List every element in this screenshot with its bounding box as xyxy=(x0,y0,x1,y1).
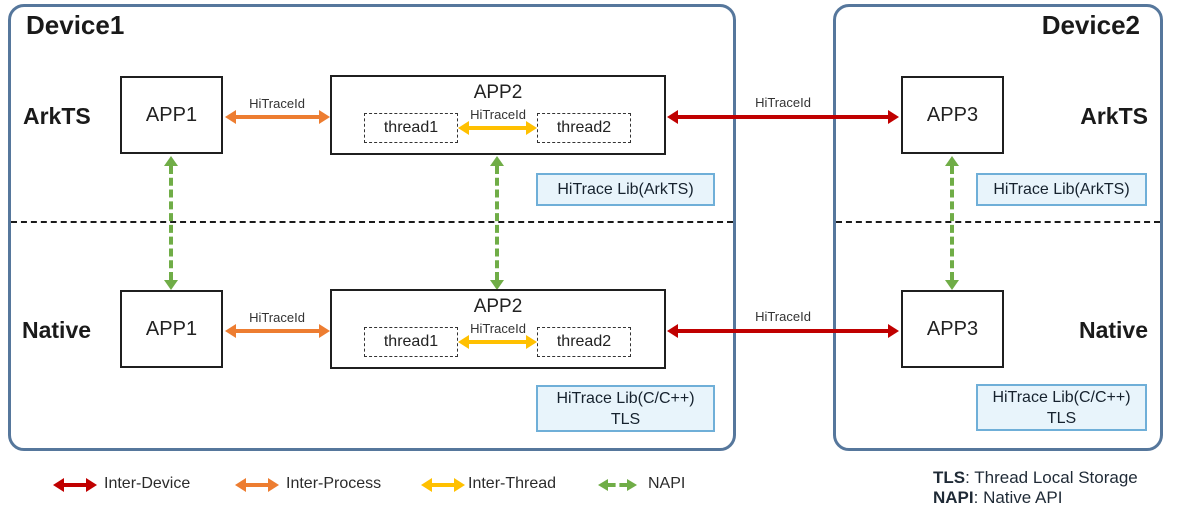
layer-separator-device2 xyxy=(836,221,1160,223)
legend-inter-process-label: Inter-Process xyxy=(286,475,382,492)
inter-process-arkts-hitraceid-label: HiTraceId xyxy=(249,96,305,111)
note-tls: TLS: Thread Local Storage xyxy=(933,468,1138,488)
abbreviation-notes: TLS: Thread Local Storage NAPI: Native A… xyxy=(933,468,1138,508)
hitrace-lib-native-device1: HiTrace Lib(C/C++) TLS xyxy=(536,385,715,432)
thread2-arkts-box: thread2 xyxy=(537,113,631,143)
note-tls-term: TLS xyxy=(933,468,966,487)
napi-arrow-app1 xyxy=(164,156,178,290)
legend-inter-process-arrow xyxy=(235,478,279,492)
app1-arkts-box: APP1 xyxy=(120,76,223,154)
hitrace-lib-arkts-device2: HiTrace Lib(ArkTS) xyxy=(976,173,1147,206)
device2-arkts-label: ArkTS xyxy=(1080,103,1148,129)
legend-inter-device-label: Inter-Device xyxy=(104,475,191,492)
hitrace-lib-native-device1-line1: HiTrace Lib(C/C++) xyxy=(556,389,695,407)
device1-native-label: Native xyxy=(22,317,92,343)
thread1-native-box: thread1 xyxy=(364,327,458,357)
inter-process-arrow-arkts xyxy=(225,110,330,124)
inter-device-native-hitraceid-label: HiTraceId xyxy=(755,309,811,324)
app2-arkts-title: APP2 xyxy=(473,82,523,103)
legend-inter-device-arrow xyxy=(53,478,97,492)
device1-arkts-label: ArkTS xyxy=(23,103,91,129)
legend-inter-thread-arrow xyxy=(421,478,465,492)
inter-thread-arkts-hitraceid-label: HiTraceId xyxy=(470,107,526,122)
device1-box xyxy=(8,4,736,451)
thread1-arkts-box: thread1 xyxy=(364,113,458,143)
hitrace-lib-native-device1-line2: TLS xyxy=(610,410,641,428)
inter-process-arrow-native xyxy=(225,324,330,338)
app3-arkts-box: APP3 xyxy=(901,76,1004,154)
device1-title: Device1 xyxy=(26,10,125,40)
hitrace-lib-arkts-device1: HiTrace Lib(ArkTS) xyxy=(536,173,715,206)
app2-native-title: APP2 xyxy=(473,296,523,317)
note-napi-definition: : Native API xyxy=(973,488,1063,507)
inter-device-arrow-native xyxy=(667,324,899,338)
legend-napi-label: NAPI xyxy=(648,475,686,492)
inter-device-arkts-hitraceid-label: HiTraceId xyxy=(755,95,811,110)
legend-napi-arrow xyxy=(598,479,637,491)
inter-thread-native-hitraceid-label: HiTraceId xyxy=(470,321,526,336)
hitrace-lib-native-device2-line1: HiTrace Lib(C/C++) xyxy=(992,388,1131,406)
layer-separator-device1 xyxy=(11,221,733,223)
inter-thread-arrow-arkts xyxy=(458,121,537,135)
device2-native-label: Native xyxy=(1078,317,1148,343)
inter-thread-arrow-native xyxy=(458,335,537,349)
note-napi: NAPI: Native API xyxy=(933,488,1138,508)
hitrace-lib-native-device2-line2: TLS xyxy=(1046,409,1077,427)
hitrace-lib-native-device2: HiTrace Lib(C/C++) TLS xyxy=(976,384,1147,431)
inter-process-native-hitraceid-label: HiTraceId xyxy=(249,310,305,325)
napi-arrow-app3 xyxy=(945,156,959,290)
inter-device-arrow-arkts xyxy=(667,110,899,124)
app1-native-box: APP1 xyxy=(120,290,223,368)
thread2-native-box: thread2 xyxy=(537,327,631,357)
device2-title: Device2 xyxy=(1041,10,1140,40)
napi-arrow-app2 xyxy=(490,156,504,290)
note-tls-definition: : Thread Local Storage xyxy=(965,468,1138,487)
legend-inter-thread-label: Inter-Thread xyxy=(468,475,557,492)
note-napi-term: NAPI xyxy=(933,488,974,507)
app3-native-box: APP3 xyxy=(901,290,1004,368)
